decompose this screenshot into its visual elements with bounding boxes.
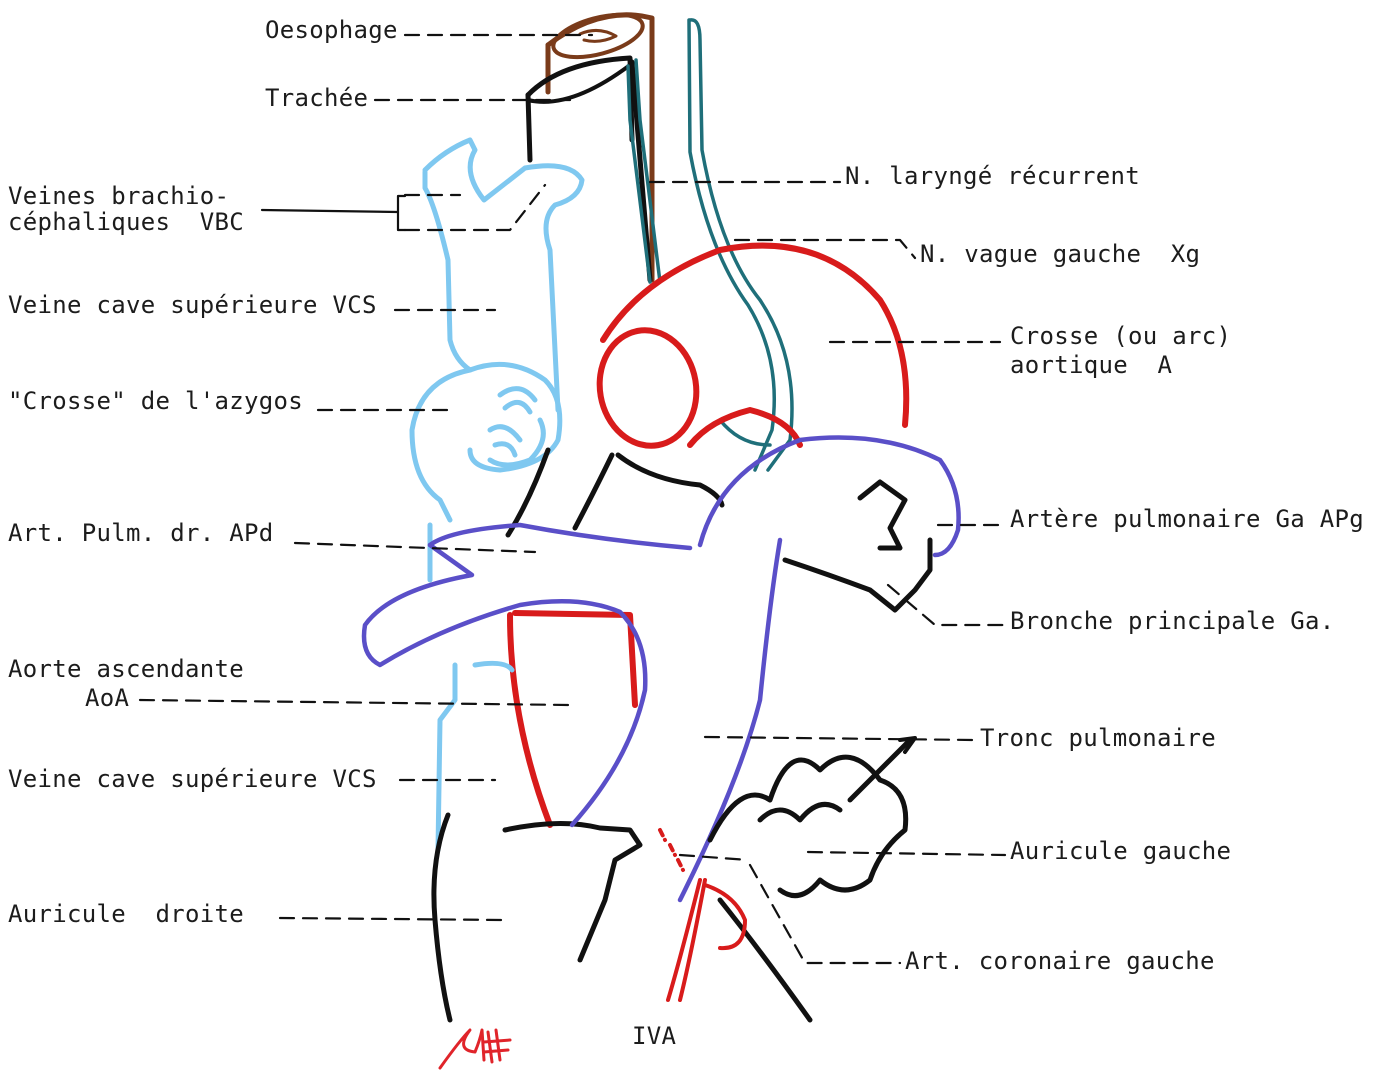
vbc-bracket xyxy=(262,196,405,230)
label-bronche-ga: Bronche principale Ga. xyxy=(1010,607,1334,635)
label-crosse-aortique-line1: Crosse (ou arc) xyxy=(1010,322,1231,350)
bronchi xyxy=(434,450,930,1020)
label-vcs-bottom: Veine cave supérieure VCS xyxy=(8,765,377,793)
label-vbc-line2: céphaliques VBC xyxy=(8,208,244,236)
label-auricule-droite: Auricule droite xyxy=(8,900,244,928)
label-n-larynge: N. laryngé récurrent xyxy=(845,162,1140,190)
label-crosse-azygos: "Crosse" de l'azygos xyxy=(8,387,303,415)
label-art-coronaire-ga: Art. coronaire gauche xyxy=(905,947,1215,975)
label-art-pulm-dr: Art. Pulm. dr. APd xyxy=(8,519,274,547)
label-aorte-asc-line1: Aorte ascendante xyxy=(8,655,244,683)
left-auricle xyxy=(710,738,915,1020)
label-crosse-aortique-line2: aortique A xyxy=(1010,351,1172,379)
signature-mark xyxy=(440,1030,510,1068)
superior-vena-cava xyxy=(412,140,582,850)
label-vbc-line1: Veines brachio- xyxy=(8,182,229,210)
label-tronc-pulm: Tronc pulmonaire xyxy=(980,724,1216,752)
label-vcs-top: Veine cave supérieure VCS xyxy=(8,291,377,319)
label-auricule-gauche: Auricule gauche xyxy=(1010,837,1231,865)
label-n-vague: N. vague gauche Xg xyxy=(920,240,1200,268)
label-iva: IVA xyxy=(632,1022,676,1050)
label-artere-pulm-ga: Artère pulmonaire Ga APg xyxy=(1010,505,1364,533)
label-trachee: Trachée xyxy=(265,84,368,112)
label-aorte-asc-line2: AoA xyxy=(85,684,129,712)
label-oesophage: Oesophage xyxy=(265,16,398,44)
